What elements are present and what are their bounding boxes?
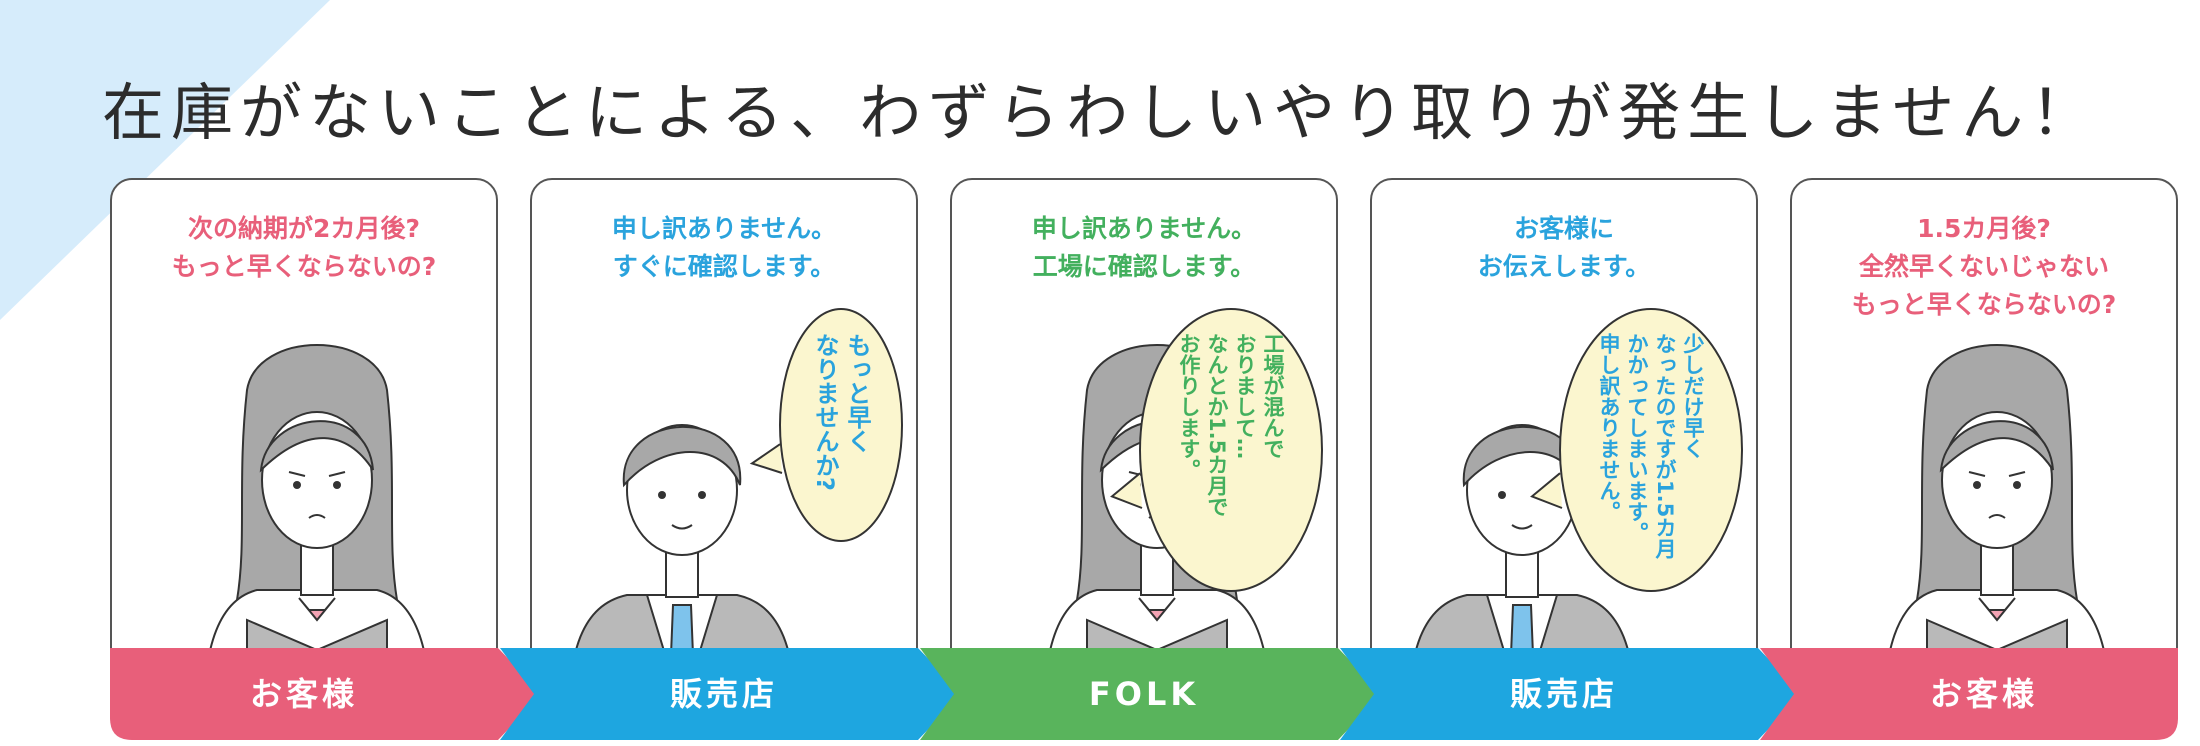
bubble-line: かかってしまいます。 [1625, 333, 1649, 543]
speech-bubble [749, 308, 903, 542]
bubble-text: 工場が混んでおりまして…なんとか1.5カ月でお作りします。 [1175, 333, 1287, 573]
panel-caption: 1.5カ月後? 全然早くないじゃないもっと早くならないの? [1792, 210, 2176, 324]
speech-bubble [1110, 308, 1323, 592]
bubble-line: もっと早く [843, 333, 871, 453]
role-label: FOLK [1088, 675, 1200, 713]
caption-line: すぐに確認します。 [612, 252, 836, 281]
role-label: 販売店 [1509, 675, 1618, 713]
bubble-line: なんとか1.5カ月で [1205, 333, 1229, 518]
caption-line: もっと早くならないの? [171, 252, 437, 281]
bubble-line: 工場が混んで [1261, 333, 1285, 459]
caption-line: 申し訳ありません。 [1031, 214, 1257, 243]
caption-line: 工場に確認します。 [1032, 252, 1256, 281]
caption-line: お客様に [1513, 214, 1614, 243]
bubble-line: おりまして… [1233, 333, 1257, 459]
role-label: お客様 [249, 675, 358, 713]
panel-caption: 申し訳ありません。すぐに確認します。 [532, 210, 916, 286]
bubble-line: なったのですが1.5カ月 [1653, 333, 1677, 560]
caption-line: 1.5カ月後? [1917, 214, 2051, 243]
story-panel-3: 申し訳ありません。工場に確認します。 工場が混んでおりまして…なんとか1.5カ月… [950, 178, 1338, 738]
role-label: お客様 [1929, 675, 2038, 713]
bubble-text: 少しだけ早くなったのですが1.5カ月かかってしまいます。申し訳ありません。 [1595, 333, 1707, 573]
caption-line: お伝えします。 [1477, 252, 1651, 281]
panel-caption: 次の納期が2カ月後? もっと早くならないの? [112, 210, 496, 286]
caption-line: もっと早くならないの? [1851, 290, 2117, 319]
bubble-line: 少しだけ早く [1681, 333, 1705, 459]
caption-line: 全然早くないじゃない [1858, 252, 2109, 281]
panel-caption: お客様にお伝えします。 [1372, 210, 1756, 286]
bubble-line: なりませんか? [811, 333, 839, 491]
bubble-line: 申し訳ありません。 [1597, 333, 1621, 522]
caption-line: 次の納期が2カ月後? [188, 214, 420, 243]
page-headline: 在庫がないことによる、わずらわしいやり取りが発生しません！ [102, 76, 2100, 149]
bubble-line: お作りします。 [1177, 333, 1201, 480]
panel-caption: 申し訳ありません。工場に確認します。 [952, 210, 1336, 286]
caption-line: 申し訳ありません。 [611, 214, 837, 243]
role-label: 販売店 [669, 675, 778, 713]
bubble-text: もっと早くなりませんか? [809, 333, 873, 523]
speech-bubble [1530, 308, 1743, 592]
